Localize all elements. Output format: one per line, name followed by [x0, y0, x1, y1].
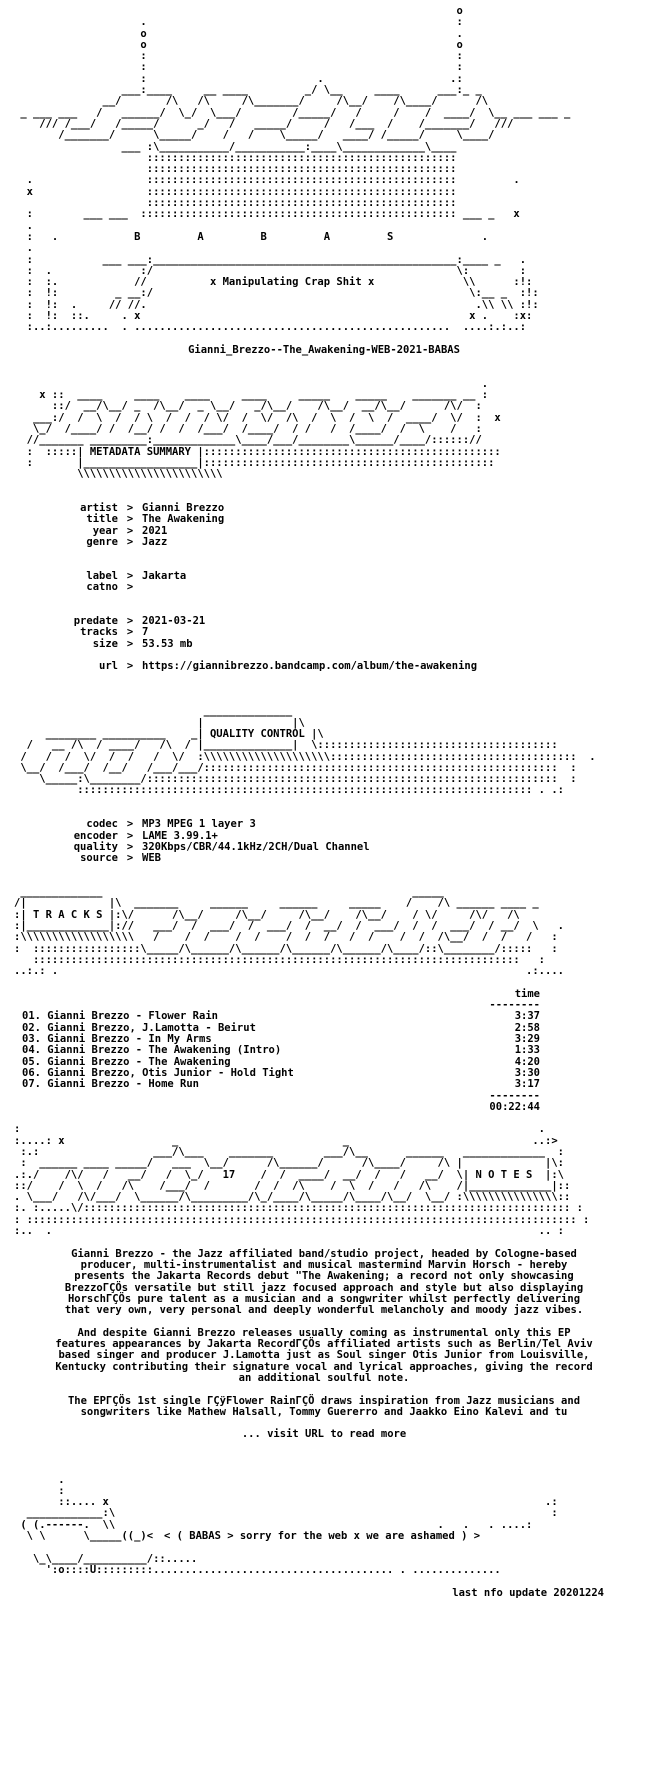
metadata-row-label: label>Jakarta [86, 569, 187, 582]
notes-paragraph: Gianni Brezzo - the Jazz affiliated band… [64, 1247, 584, 1317]
time-column-header: time [514, 987, 540, 1000]
metadata-row-size: size>53.53 mb [92, 637, 193, 650]
metadata-row-artist: artist>Gianni Brezzo [80, 502, 225, 515]
nfo-document: o . : o . o [14, 6, 634, 1599]
notes-paragraph: The EPΓÇÖs 1st single ΓÇÿFlower RainΓÇÖ … [67, 1394, 581, 1418]
time-rule-bottom: -------- [489, 1089, 540, 1102]
last-update: last nfo update 20201224 [452, 1586, 604, 1599]
babas-logo-art: o . : o . o [20, 6, 571, 334]
tracks-header-art: _____________ _____ /| |\ _______ ______… [14, 887, 564, 978]
metadata-row-catno: catno> [86, 581, 134, 594]
album-url-link[interactable]: https://giannibrezzo.bandcamp.com/album/… [142, 660, 478, 673]
read-more-text: ... visit URL to read more [241, 1428, 407, 1441]
quality-row-codec: codec>MP3 MPEG 1 layer 3 [86, 818, 256, 831]
metadata-row-tracks: tracks>7 [80, 626, 149, 639]
metadata-list: artist>Gianni Brezzo title>The Awakening… [14, 502, 634, 673]
quality-row-encoder: encoder>LAME 3.99.1+ [73, 829, 218, 842]
quality-row-source: source>WEB [80, 852, 161, 865]
quality-row-quality: quality>320Kbps/CBR/44.1kHz/2CH/Dual Cha… [73, 840, 370, 853]
footer-art-bottom: \_\____/__________/::..... ':o::::U:::::… [32, 1553, 501, 1576]
metadata-row-title: title>The Awakening [86, 513, 225, 526]
footer-tagline: < ( BABAS > sorry for the web x we are a… [164, 1531, 481, 1543]
track-row: 06. Gianni Brezzo, Otis Junior - Hold Ti… [22, 1066, 540, 1079]
metadata-row-year: year>2021 [92, 524, 168, 537]
notes-paragraph: And despite Gianni Brezzo releases usual… [55, 1326, 593, 1384]
metadata-header-art: . x :: ____ ____ ____ ____ _____ _____ _… [26, 378, 501, 481]
quality-list: codec>MP3 MPEG 1 layer 3 encoder>LAME 3.… [14, 819, 634, 864]
track-row: 04. Gianni Brezzo - The Awakening (Intro… [22, 1044, 540, 1057]
tracklist: time -------- 01. Gianni Brezzo - Flower… [14, 987, 634, 1113]
metadata-row-url: url>https://giannibrezzo.bandcamp.com/al… [99, 660, 478, 673]
release-name: Gianni_Brezzo--The_Awakening-WEB-2021-BA… [188, 343, 460, 356]
quality-header-art: ______________ | |\ ________ __________ … [20, 706, 596, 797]
metadata-row-predate: predate>2021-03-21 [73, 615, 206, 628]
notes-header-art: : . :....: x _ _ ..:> :.: ___/\_ [14, 1124, 590, 1238]
total-time: 00:22:44 [489, 1100, 540, 1113]
release-notes: Gianni Brezzo - the Jazz affiliated band… [14, 1247, 634, 1441]
footer-art: . : ::.... x .: ____________:\ : ( (.---… [20, 1474, 558, 1543]
time-rule-top: -------- [489, 999, 540, 1012]
metadata-row-genre: genre>Jazz [86, 535, 168, 548]
